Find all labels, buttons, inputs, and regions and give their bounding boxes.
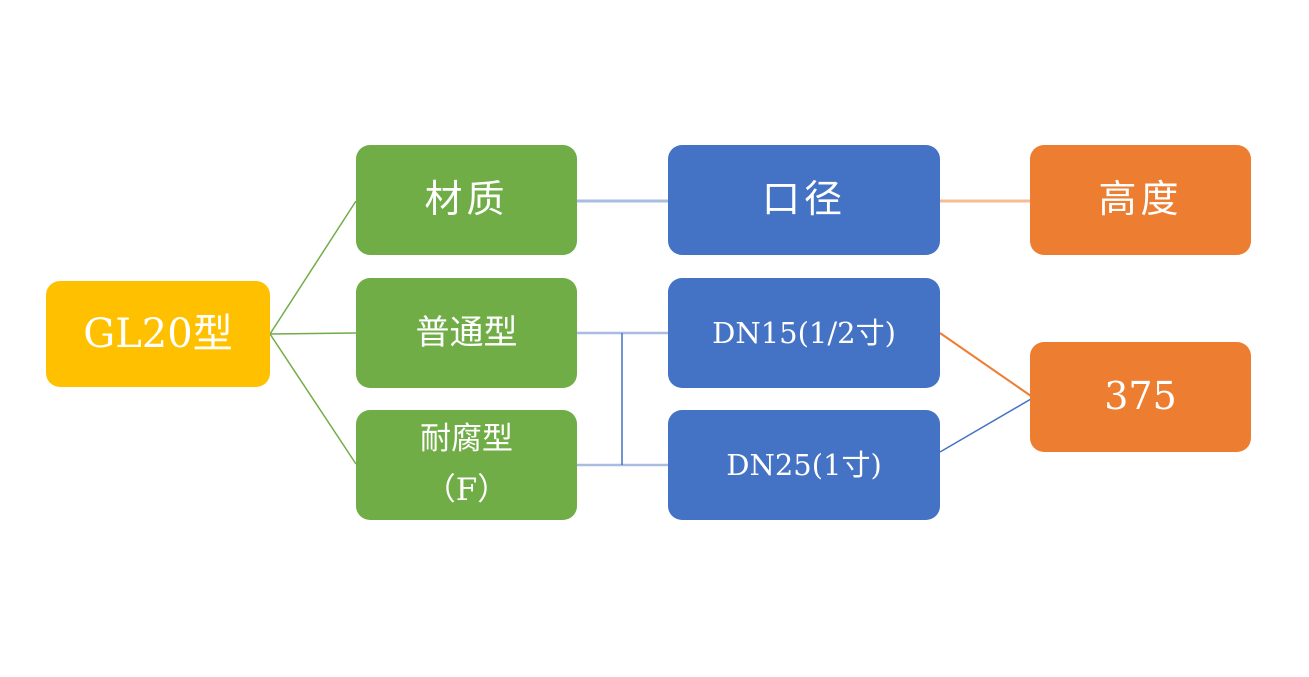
node-normal-type: 普通型 (356, 278, 577, 388)
node-height-label: 高度 (1098, 177, 1183, 222)
connector-root-to-normal (269, 332, 357, 335)
connector-root-to-corrosion (269, 333, 357, 465)
connector-dn25-to-375 (939, 398, 1032, 453)
node-dn25: DN25(1寸) (668, 410, 940, 520)
node-dn15-label: DN15(1/2寸) (712, 315, 896, 350)
node-caliber-label: 口径 (761, 177, 846, 222)
node-dn15: DN15(1/2寸) (668, 278, 940, 388)
connector-dn15-to-375 (939, 332, 1032, 397)
node-corrosion-type-label-line1: 耐腐型 (420, 420, 513, 457)
node-height-value-375: 375 (1030, 342, 1251, 452)
node-dn25-label: DN25(1寸) (726, 447, 882, 482)
node-height: 高度 (1030, 145, 1251, 255)
node-corrosion-type-label-line2: （F） (424, 472, 509, 508)
node-material-label: 材质 (424, 177, 509, 222)
node-caliber: 口径 (668, 145, 940, 255)
node-height-value-label: 375 (1104, 374, 1177, 419)
node-gl20-model-label: GL20型 (83, 311, 233, 357)
connector-root-to-material (269, 200, 357, 335)
node-material: 材质 (356, 145, 577, 255)
node-gl20-model: GL20型 (46, 281, 270, 387)
node-corrosion-resistant-type: 耐腐型 （F） (356, 410, 577, 520)
node-normal-type-label: 普通型 (415, 312, 518, 353)
